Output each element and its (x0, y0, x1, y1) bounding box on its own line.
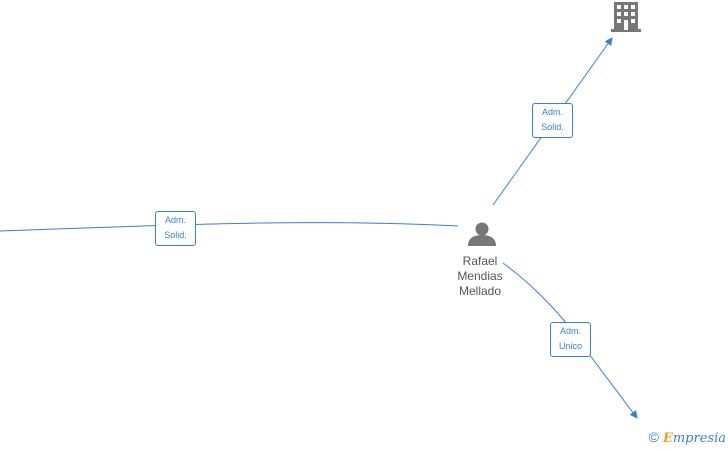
person-name-line: Mellado (458, 284, 502, 298)
person-name-line: Rafael (462, 254, 498, 268)
edge-left-to-person (0, 222, 459, 232)
edge-label-line: Adm. (541, 107, 563, 117)
brand-logo: Empresia (663, 431, 726, 446)
person-icon[interactable] (468, 222, 496, 247)
brand-logo-e: E (662, 431, 673, 446)
person-name[interactable]: Rafael Mendias Mellado (440, 254, 520, 299)
edge-label-line: Solid. (541, 122, 564, 132)
brand-logo-text: mpresia (672, 431, 726, 446)
edge-label-left[interactable]: Adm. Solid. (155, 211, 196, 246)
edge-label-line: Adm. (559, 326, 581, 336)
person-name-line: Mendias (457, 269, 503, 283)
edge-label-line: Solid. (164, 230, 187, 240)
edge-label-company[interactable]: Adm. Solid. (532, 103, 573, 138)
watermark: ©Empresia (649, 429, 726, 446)
edge-label-line: Unico (558, 341, 582, 351)
copyright-icon: © (648, 429, 659, 445)
edge-label-bottom[interactable]: Adm. Unico (550, 322, 591, 357)
edge-label-line: Adm. (164, 215, 186, 225)
building-icon[interactable] (611, 2, 641, 32)
